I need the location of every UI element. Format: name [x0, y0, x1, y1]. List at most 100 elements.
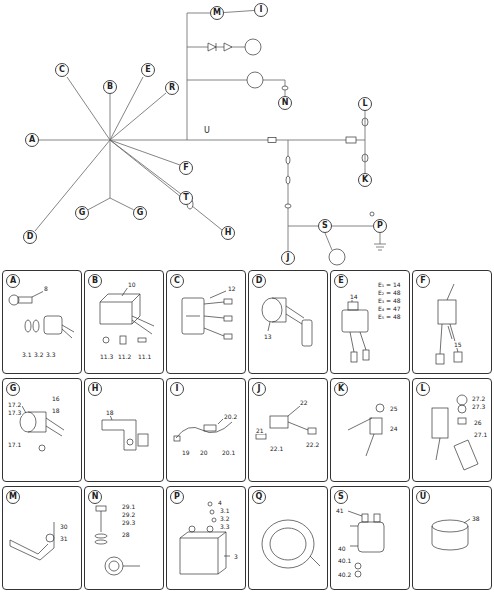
- part-panel: Q: [248, 486, 328, 590]
- letter-label: D: [256, 277, 263, 285]
- callout-number: 11.3: [99, 353, 114, 360]
- harness-fittings: [187, 39, 374, 265]
- letter-circle: E: [141, 63, 155, 77]
- callout-number: 8: [43, 285, 49, 292]
- battery-art: [180, 502, 230, 574]
- callout-number: 18: [51, 407, 61, 414]
- letter-label: H: [225, 229, 232, 237]
- callout-number: 38: [471, 515, 481, 522]
- letter-label: S: [338, 493, 344, 501]
- callout-number: 27.3: [471, 403, 486, 410]
- letter-circle: L: [358, 97, 372, 111]
- part-panel: F15: [412, 270, 492, 374]
- callout-number: 25: [389, 405, 399, 412]
- fuse-holder-art: [256, 406, 316, 439]
- letter-circle: N: [88, 490, 102, 504]
- part-panel: E14E₁ = 14E₂ = 48E₃ = 48E₄ = 47E₅ = 48: [330, 270, 410, 374]
- letter-circle: G: [75, 206, 89, 220]
- letter-circle: T: [179, 191, 193, 205]
- bolt-spring-art: [95, 506, 140, 575]
- letter-label: A: [29, 136, 35, 144]
- callout-number: 10: [127, 281, 137, 288]
- letter-circle: S: [334, 490, 348, 504]
- callout-number: 27.1: [473, 431, 488, 438]
- ignition-key-art: [9, 291, 74, 338]
- callout-number: 21: [255, 427, 265, 434]
- callout-number: 27.2: [471, 395, 486, 402]
- letter-circle: D: [252, 274, 266, 288]
- letter-circle: A: [25, 133, 39, 147]
- ignition-switch-art: [20, 406, 64, 451]
- callout-number: 22.2: [305, 441, 320, 448]
- callout-number: 18: [105, 409, 115, 416]
- callout-number: 20: [199, 449, 209, 456]
- part-panel: J222122.122.2: [248, 378, 328, 482]
- callout-number: 24: [389, 425, 399, 432]
- letter-circle: C: [55, 63, 69, 77]
- letter-label: N: [92, 493, 99, 501]
- callout-number: 40: [337, 545, 347, 552]
- letter-label: M: [213, 9, 221, 17]
- callout-number: 20.2: [223, 413, 238, 420]
- callout-number: 17.1: [7, 441, 22, 448]
- letter-label: C: [174, 277, 180, 285]
- harness-wire: [224, 10, 254, 12]
- callout-number: 12: [227, 285, 237, 292]
- letter-circle: E: [334, 274, 348, 288]
- callout-number: 3: [233, 553, 239, 560]
- part-panel: M3031: [2, 486, 82, 590]
- callout-number: 20.1: [221, 449, 236, 456]
- part-panel: N29.129.229.328: [84, 486, 164, 590]
- callout-number: 28: [121, 531, 131, 538]
- callout-number: 11.1: [137, 353, 152, 360]
- toggle-switch-art: [436, 284, 462, 364]
- letter-label: B: [92, 277, 98, 285]
- letter-circle: Q: [252, 490, 266, 504]
- letter-circle: H: [221, 226, 235, 240]
- relay-art: [100, 287, 154, 344]
- letter-circle: S: [318, 219, 332, 233]
- callout-number: 26: [473, 419, 483, 426]
- letter-label: Q: [256, 493, 263, 501]
- callout-number: 13: [263, 333, 273, 340]
- callout-number: 40.2: [337, 571, 352, 578]
- callout-number: 40.1: [337, 557, 352, 564]
- callout-number: 16: [51, 395, 61, 402]
- part-panel: D 13: [248, 270, 328, 374]
- letter-label: R: [169, 84, 175, 92]
- letter-circle: J: [281, 251, 295, 265]
- letter-circle: F: [179, 161, 193, 175]
- letter-label: J: [258, 385, 261, 393]
- letter-circle: I: [254, 3, 268, 17]
- callout-number: E₁ = 14: [377, 281, 402, 288]
- fuse-wire-art: [174, 418, 232, 441]
- letter-label: B: [107, 83, 113, 91]
- letter-circle: K: [334, 382, 348, 396]
- part-panel: U38: [412, 486, 492, 590]
- callout-number: E₂ = 48: [377, 289, 402, 296]
- harness-wire: [332, 226, 373, 227]
- letter-label: G: [10, 385, 17, 393]
- callout-number: 17.2: [7, 401, 22, 408]
- callout-number: 3.3: [219, 523, 231, 530]
- letter-label: P: [174, 493, 180, 501]
- letter-label: I: [176, 385, 179, 393]
- multi-switch-art: [342, 299, 369, 362]
- callout-number: 17.3: [7, 409, 22, 416]
- letter-circle: B: [103, 80, 117, 94]
- letter-label: L: [362, 100, 367, 108]
- horn-art: [262, 520, 320, 568]
- letter-label: G: [137, 209, 144, 217]
- harness-wire: [365, 111, 366, 173]
- callout-number: 15: [453, 341, 463, 348]
- letter-label: T: [183, 194, 188, 202]
- callout-number: E₄ = 47: [377, 305, 402, 312]
- horn-button-art: [262, 298, 312, 346]
- letter-label: E: [338, 277, 343, 285]
- letter-label: L: [420, 385, 425, 393]
- callout-number: 3.2: [33, 351, 45, 358]
- callout-number: E₅ = 48: [377, 313, 402, 320]
- callout-number: 30: [59, 523, 69, 530]
